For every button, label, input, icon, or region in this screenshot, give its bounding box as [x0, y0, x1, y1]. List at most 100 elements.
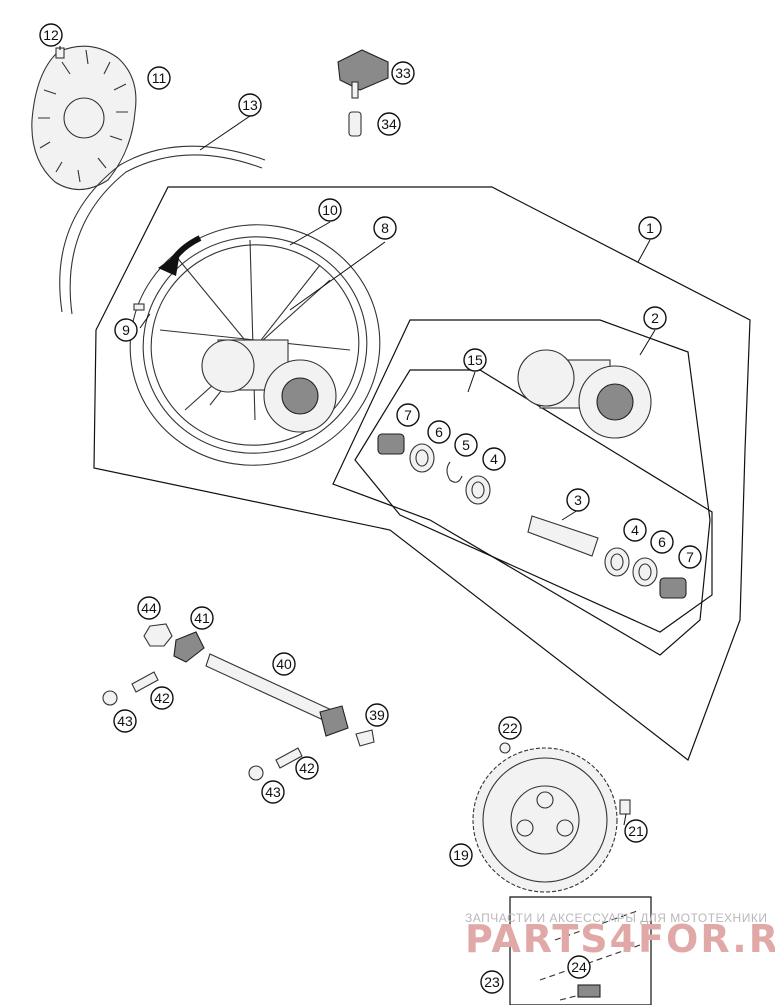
- callout-15: 15: [463, 348, 487, 372]
- watermark-logo: PARTS4FOR.RU: [465, 917, 775, 961]
- brake-disc-part: [31, 45, 137, 191]
- svg-text:2: 2: [651, 310, 659, 326]
- svg-text:6: 6: [658, 534, 666, 550]
- chain-guide-part: [337, 49, 389, 99]
- svg-text:43: 43: [117, 713, 133, 729]
- sprocket-bolt-part: [619, 799, 631, 815]
- callout-6-right: 6: [650, 530, 674, 554]
- watermark-tagline: ЗАПЧАСТИ И АКСЕССУАРЫ ДЛЯ МОТОТЕХНИКИ: [465, 911, 767, 925]
- svg-text:7: 7: [404, 407, 412, 423]
- callout-11: 11: [147, 66, 171, 90]
- svg-text:34: 34: [381, 116, 397, 132]
- screw-part: [355, 729, 375, 747]
- distance-tube-part: [527, 515, 599, 557]
- svg-text:12: 12: [43, 27, 59, 43]
- callout-24: 24: [567, 955, 591, 979]
- adjuster-screw-left-part: [131, 671, 159, 693]
- callout-7-right: 7: [678, 545, 702, 569]
- callout-8: 8: [373, 216, 397, 240]
- callout-41: 41: [190, 606, 214, 630]
- callout-9: 9: [114, 318, 138, 342]
- callout-13: 13: [238, 93, 262, 117]
- callout-44: 44: [137, 596, 161, 620]
- hub-assembly-frame: [332, 319, 711, 656]
- svg-text:39: 39: [369, 707, 385, 723]
- callout-4-right: 4: [623, 518, 647, 542]
- axle-part: [205, 653, 349, 737]
- callout-42-right: 42: [295, 756, 319, 780]
- callout-3: 3: [566, 488, 590, 512]
- svg-text:23: 23: [484, 974, 500, 990]
- leader-lines: [59, 46, 656, 826]
- svg-text:3: 3: [574, 492, 582, 508]
- chain-frame: [509, 896, 652, 1005]
- svg-text:13: 13: [242, 97, 258, 113]
- rotation-arrow: [158, 235, 202, 276]
- callout-43-left: 43: [113, 709, 137, 733]
- callout-21: 21: [624, 819, 648, 843]
- svg-text:24: 24: [571, 959, 587, 975]
- rim-tape-part: [59, 145, 266, 315]
- svg-text:40: 40: [276, 656, 292, 672]
- svg-text:44: 44: [141, 600, 157, 616]
- adjuster-nut-left-part: [102, 690, 118, 706]
- svg-text:6: 6: [435, 424, 443, 440]
- circlip-part: [446, 461, 463, 483]
- adjuster-screw-right-part: [275, 747, 303, 769]
- callout-43-right: 43: [261, 780, 285, 804]
- bearing-kit-frame: [354, 369, 713, 633]
- callout-42-left: 42: [150, 686, 174, 710]
- svg-text:15: 15: [467, 352, 483, 368]
- wheel-hub-part: [201, 339, 337, 433]
- wheel-assembly-frame: [93, 186, 751, 761]
- callout-12: 12: [39, 23, 63, 47]
- bearing-right-part: [604, 547, 630, 577]
- axle-nut-part: [143, 623, 173, 647]
- svg-text:4: 4: [490, 451, 498, 467]
- seal-ring-right-part: [632, 557, 658, 587]
- svg-text:43: 43: [265, 784, 281, 800]
- svg-text:9: 9: [122, 322, 130, 338]
- svg-text:42: 42: [154, 690, 170, 706]
- bearing-left-part: [465, 475, 491, 505]
- callout-2: 2: [643, 306, 667, 330]
- svg-text:8: 8: [381, 220, 389, 236]
- callout-10: 10: [318, 198, 342, 222]
- svg-text:41: 41: [194, 610, 210, 626]
- svg-text:10: 10: [322, 202, 338, 218]
- svg-text:19: 19: [453, 847, 469, 863]
- svg-text:22: 22: [502, 720, 518, 736]
- sprocket-nut-part: [499, 742, 511, 754]
- callout-1: 1: [638, 216, 662, 240]
- spoke-nipple-part: [133, 303, 145, 311]
- callout-6-left: 6: [427, 420, 451, 444]
- hub-part: [517, 349, 652, 439]
- callout-4-left: 4: [482, 447, 506, 471]
- pin-part: [348, 111, 362, 137]
- callout-19: 19: [449, 843, 473, 867]
- spacer-left-part: [377, 433, 405, 455]
- wheel-rim-part: [129, 224, 381, 466]
- callout-5: 5: [454, 433, 478, 457]
- chain-adjuster-left-part: [173, 631, 205, 663]
- chain-link-part: [577, 984, 601, 998]
- spacer-right-part: [659, 577, 687, 599]
- callout-39: 39: [365, 703, 389, 727]
- callout-40: 40: [272, 652, 296, 676]
- seal-ring-left-part: [409, 443, 435, 473]
- svg-text:4: 4: [631, 522, 639, 538]
- watermark: ЗАПЧАСТИ И АКСЕССУАРЫ ДЛЯ МОТОТЕХНИКИ PA…: [465, 911, 775, 961]
- sprocket-part: [472, 747, 618, 893]
- callout-23: 23: [480, 970, 504, 994]
- callout-22: 22: [498, 716, 522, 740]
- adjuster-nut-right-part: [248, 765, 264, 781]
- callout-33: 33: [391, 61, 415, 85]
- svg-text:7: 7: [686, 549, 694, 565]
- svg-text:11: 11: [152, 70, 167, 86]
- svg-text:21: 21: [628, 823, 644, 839]
- callout-7-left: 7: [396, 403, 420, 427]
- svg-text:5: 5: [462, 437, 470, 453]
- callout-34: 34: [377, 112, 401, 136]
- svg-text:33: 33: [395, 65, 411, 81]
